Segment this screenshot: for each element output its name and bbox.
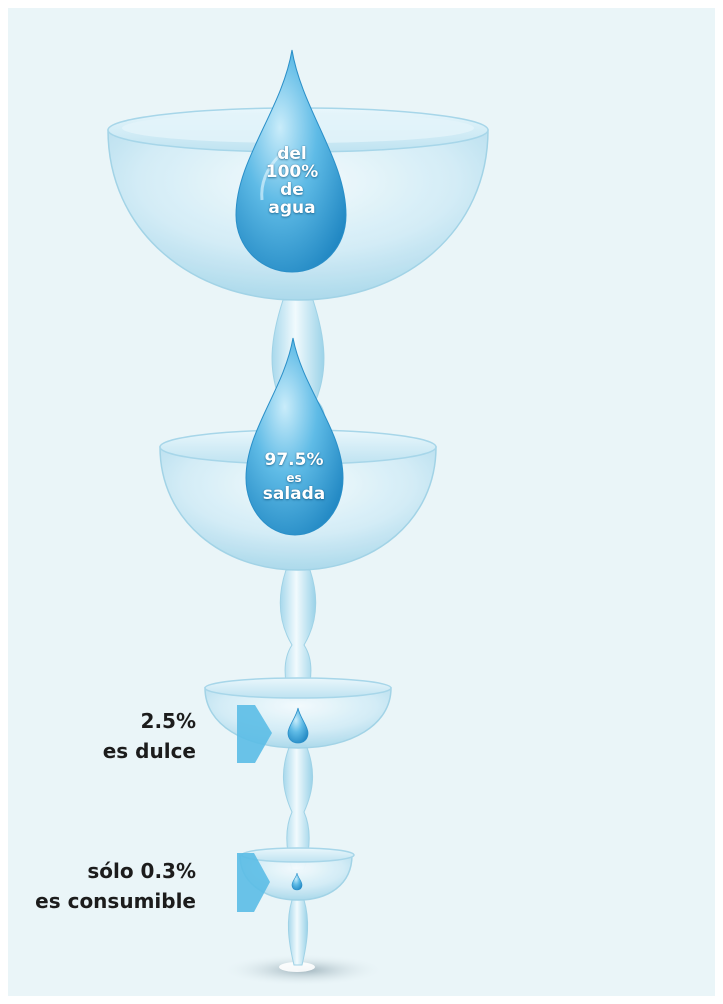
second-drop-line2: es <box>286 470 302 485</box>
fourth-water-drop <box>291 872 303 891</box>
fresh-water-percent: 2.5% <box>140 709 196 733</box>
consumable-water-label: sólo 0.3% es consumible <box>0 856 196 916</box>
consumable-water-arrow <box>237 853 270 912</box>
third-water-drop <box>287 707 309 744</box>
second-drop-line1: 97.5% <box>264 450 324 470</box>
second-water-drop <box>245 337 344 536</box>
fourth-bowl <box>239 847 355 901</box>
top-drop-line4: agua <box>268 197 316 218</box>
top-drop-line3: de <box>280 179 304 200</box>
consumable-water-percent: sólo 0.3% <box>87 859 196 883</box>
fresh-water-text: es dulce <box>102 739 196 763</box>
top-water-drop <box>235 49 347 273</box>
top-drop-line1: del <box>277 144 307 164</box>
top-drop-line2: 100% <box>265 161 319 182</box>
fresh-water-label: 2.5% es dulce <box>6 706 196 766</box>
consumable-water-text: es consumible <box>35 889 196 913</box>
fresh-water-arrow <box>237 705 272 763</box>
second-drop-text: 97.5% es salada <box>246 450 342 505</box>
second-drop-line3: salada <box>262 484 326 505</box>
top-drop-text: del 100% de agua <box>240 144 344 218</box>
